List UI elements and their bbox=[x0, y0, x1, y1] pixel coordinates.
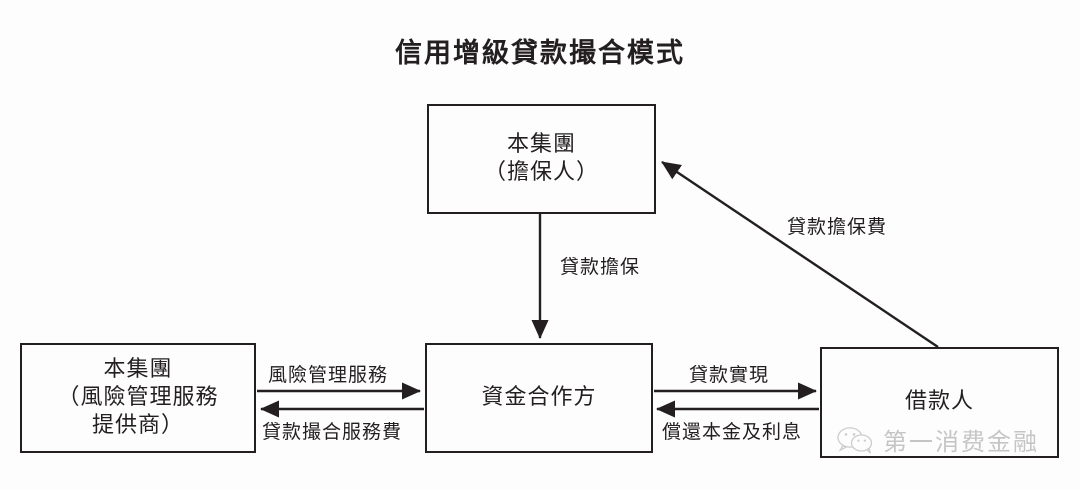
edge-label-repay-principal-interest: 償還本金及利息 bbox=[662, 421, 803, 443]
edge-label-risk-management-service: 風險管理服務 bbox=[268, 364, 389, 386]
page-title: 信用增級貸款撮合模式 bbox=[395, 38, 685, 69]
watermark-text: 第一消费金融 bbox=[883, 428, 1039, 456]
arrow-guarantee-fee bbox=[661, 161, 939, 348]
node-guarantor-line-1: 本集團 bbox=[506, 131, 576, 157]
edge-label-guarantee-fee: 貸款擔保費 bbox=[787, 216, 888, 238]
edge-label-loan-guarantee: 貸款擔保 bbox=[560, 256, 641, 278]
node-guarantor[interactable]: 本集團 （擔保人） bbox=[427, 104, 656, 214]
edge-label-loan-realization: 貸款實現 bbox=[689, 364, 770, 386]
node-risk-provider[interactable]: 本集團 （風險管理服務 提供商） bbox=[20, 343, 256, 453]
node-guarantor-line-2: （擔保人） bbox=[483, 160, 599, 185]
node-risk-provider-line-1: 本集團 bbox=[103, 356, 173, 382]
node-borrower[interactable]: 借款人 bbox=[820, 347, 1059, 458]
node-risk-provider-line-2: （風險管理服務 bbox=[57, 384, 219, 410]
watermark: 第一消费金融 bbox=[836, 422, 1039, 457]
node-funding-partner[interactable]: 資金合作方 bbox=[425, 343, 653, 453]
node-risk-provider-line-3: 提供商） bbox=[91, 413, 184, 439]
node-borrower-line-1: 借款人 bbox=[904, 389, 974, 415]
edge-label-loan-matching-service-fee: 貸款撮合服務費 bbox=[262, 421, 403, 443]
wechat-icon bbox=[837, 426, 873, 454]
node-funding-partner-line-1: 資金合作方 bbox=[481, 384, 597, 410]
